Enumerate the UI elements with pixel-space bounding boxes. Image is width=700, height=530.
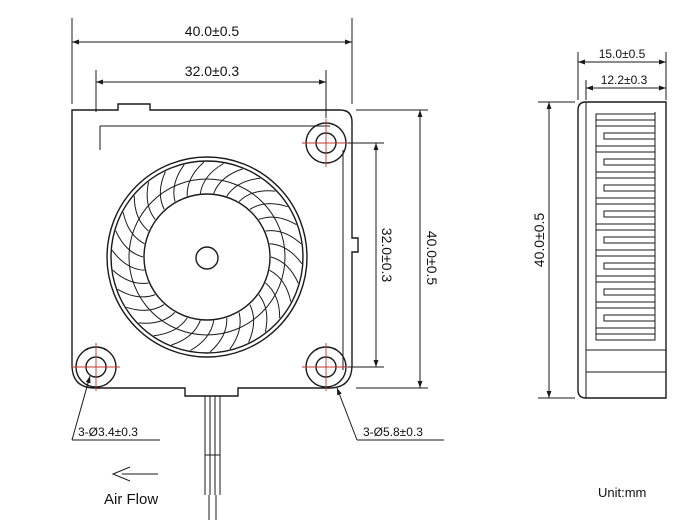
impeller-blade [265, 230, 302, 245]
impeller-blade [153, 317, 188, 337]
side-fin [595, 275, 656, 283]
mounting-boss-bottom-left [72, 343, 120, 391]
dimension-side-height: 40.0±0.5 [531, 101, 575, 399]
impeller-blade [138, 312, 176, 324]
overall-width-label: 40.0±0.5 [185, 23, 240, 39]
hole-spacing-horizontal-label: 32.0±0.3 [185, 63, 240, 79]
side-fins [595, 119, 656, 335]
callout-mounting-hole: 3-Ø3.4±0.3 [71, 375, 160, 441]
side-fin [603, 184, 656, 192]
impeller-blade [238, 190, 276, 202]
hub-center-hole [195, 246, 219, 270]
callout-boss-diameter: 3-Ø5.8±0.3 [336, 387, 444, 441]
side-fin [603, 210, 656, 218]
mounting-hole-callout-label: 3-Ø3.4±0.3 [78, 425, 138, 439]
side-overall-thickness-label: 15.0±0.5 [599, 47, 646, 61]
dimension-overall-width: 40.0±0.5 [71, 18, 353, 104]
side-height-label: 40.0±0.5 [531, 213, 547, 268]
side-view: 15.0±0.5 12.2±0.3 40.0±0.5 [531, 47, 667, 399]
side-fin [603, 158, 656, 166]
dimension-hole-spacing-horizontal: 32.0±0.3 [95, 63, 327, 118]
side-body-thickness-label: 12.2±0.3 [601, 73, 648, 87]
impeller-blade [171, 320, 201, 346]
impeller-blade [111, 250, 145, 271]
dimension-hole-spacing-vertical: 32.0±0.3 [348, 142, 395, 368]
impeller-blade [249, 203, 288, 210]
fan-impeller [106, 156, 308, 358]
side-fin [595, 249, 656, 257]
side-fin [595, 301, 656, 309]
impeller-blade [122, 212, 145, 245]
side-fin [595, 171, 656, 179]
dimension-side-body-thickness: 12.2±0.3 [585, 73, 666, 100]
impeller-blade [115, 230, 144, 258]
mounting-boss-bottom-right [302, 343, 350, 391]
mounting-boss-top-right [302, 119, 350, 167]
impeller-blade [126, 304, 165, 311]
side-fin [603, 262, 656, 270]
impeller-blade [117, 288, 156, 298]
front-view: 40.0±0.5 32.0±0.3 32.0±0.3 40.0±0.5 [71, 18, 444, 520]
airflow-indicator: Air Flow [104, 466, 158, 508]
airflow-arrow-left-icon [111, 466, 158, 482]
impeller-blade [173, 164, 185, 202]
side-fin [595, 119, 656, 127]
impeller-blade [133, 195, 149, 232]
hole-spacing-vertical-label: 32.0±0.3 [379, 228, 395, 283]
impeller-blade [112, 269, 149, 284]
impeller-blade [248, 304, 255, 343]
impeller-blade [269, 269, 292, 302]
impeller-blade [270, 256, 299, 284]
airflow-label: Air Flow [104, 491, 158, 508]
units-label: Unit:mm [598, 485, 646, 500]
impeller-blade [186, 161, 205, 197]
side-fin [603, 288, 656, 296]
overall-height-label: 40.0±0.5 [424, 231, 440, 286]
side-fin [603, 314, 656, 322]
impeller-blade [190, 320, 215, 351]
impeller-blade [146, 181, 156, 220]
lead-wires [204, 396, 221, 520]
impeller-blade [199, 163, 224, 194]
dimension-overall-height: 40.0±0.5 [356, 109, 440, 389]
impeller-blade [159, 171, 166, 210]
side-fin [595, 145, 656, 153]
impeller-blade [209, 317, 228, 353]
fan-housing-outline [71, 103, 359, 397]
dimension-side-overall-thickness: 15.0±0.5 [577, 47, 667, 100]
impeller-blade [213, 168, 243, 194]
side-fin [595, 197, 656, 205]
impeller-blade [258, 216, 297, 226]
boss-diameter-callout-label: 3-Ø5.8±0.3 [363, 425, 423, 439]
side-fin [603, 132, 656, 140]
impeller-blade [265, 282, 281, 319]
impeller-blade [229, 312, 241, 350]
impeller-blade [258, 294, 268, 333]
side-fin [603, 236, 656, 244]
impeller-blade [269, 243, 303, 264]
impeller-blade [226, 177, 261, 197]
side-fin [595, 327, 656, 335]
side-fin [595, 223, 656, 231]
